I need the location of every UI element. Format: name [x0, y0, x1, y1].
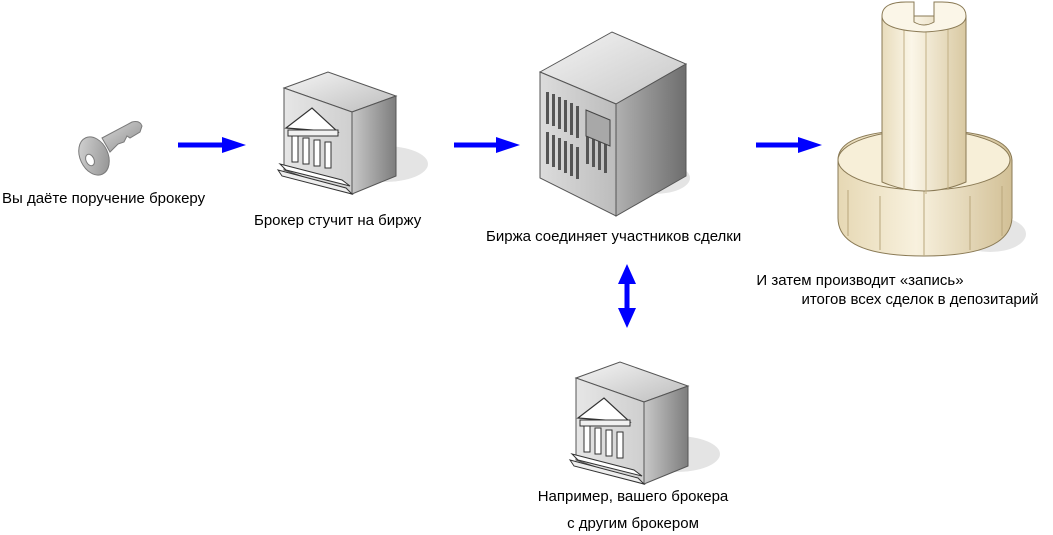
- broker-label: Брокер стучит на биржу: [254, 212, 422, 229]
- exchange-label: Биржа соединяет участников сделки: [486, 228, 742, 245]
- arrow-client-to-broker: [178, 137, 246, 153]
- key-icon: [78, 121, 143, 176]
- server-icon: [538, 31, 690, 217]
- bank-building-icon: [568, 361, 720, 485]
- arrow-exchange-to-depository: [756, 137, 822, 153]
- column-icon: [837, 1, 1026, 257]
- other-broker-label-line2: с другим брокером: [567, 515, 699, 532]
- arrow-broker-to-exchange: [454, 137, 520, 153]
- double-arrow-exchange-other-broker: [618, 264, 636, 328]
- client-label: Вы даёте поручение брокеру: [2, 190, 206, 207]
- bank-building-icon: [276, 71, 428, 195]
- other-broker-label-line1: Например, вашего брокера: [537, 488, 729, 505]
- depository-label-line1: И затем производит «запись»: [756, 272, 964, 289]
- depository-label-line2: итогов всех сделок в депозитарий: [801, 291, 1039, 308]
